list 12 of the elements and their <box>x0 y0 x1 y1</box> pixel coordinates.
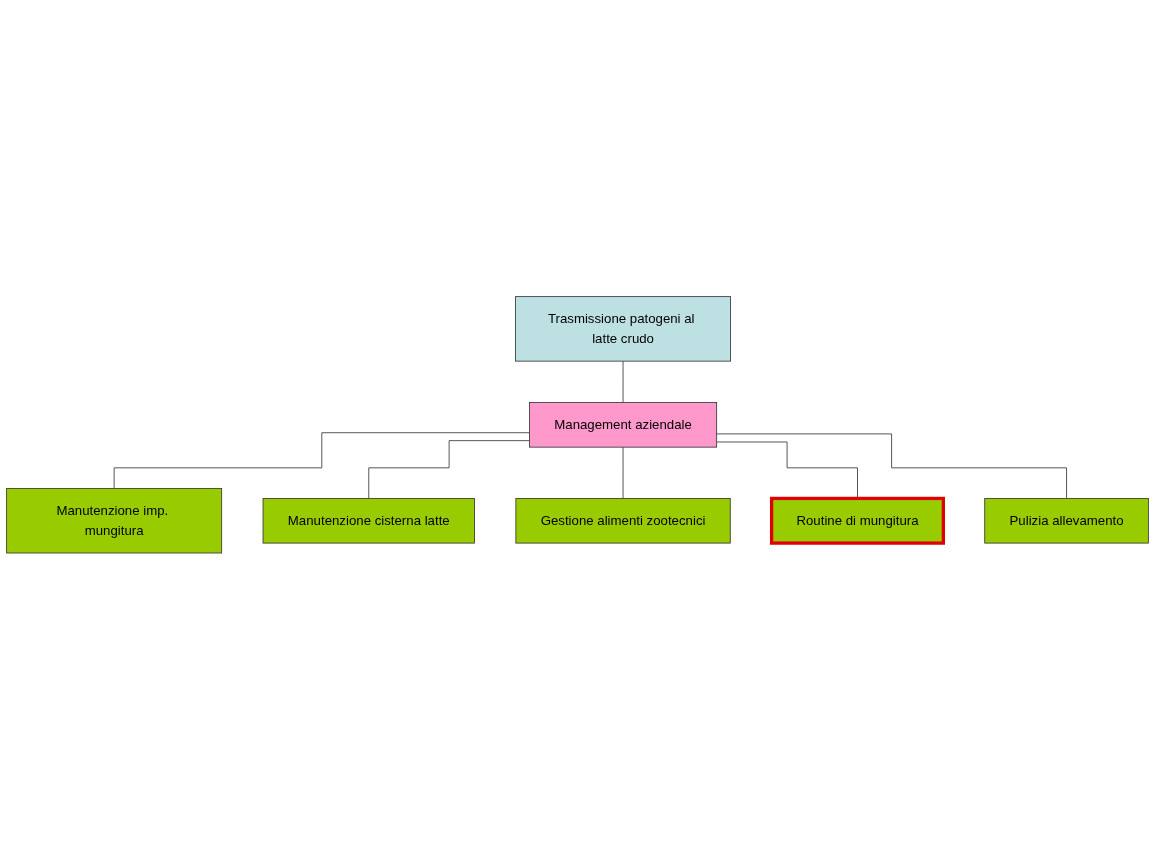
node-box: Gestione alimenti zootecnici <box>515 498 731 544</box>
node-box: Manutenzione cisterna latte <box>262 498 475 544</box>
connector <box>716 433 1067 500</box>
connector <box>622 360 624 404</box>
node-box: Trasmissione patogeni al latte crudo <box>515 296 731 362</box>
connector <box>368 440 530 500</box>
node-box: Pulizia allevamento <box>984 498 1149 544</box>
node-box: Manutenzione imp. mungitura <box>6 488 223 554</box>
connector <box>113 432 530 490</box>
node-box: Management aziendale <box>529 402 718 448</box>
connector <box>622 446 624 500</box>
node-box: Routine di mungitura <box>769 496 945 545</box>
